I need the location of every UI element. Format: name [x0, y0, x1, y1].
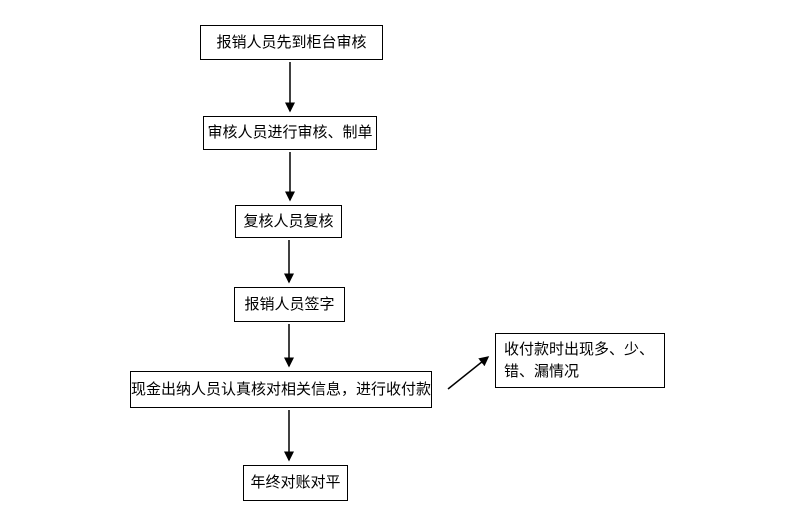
arrow-step5-to-exception — [447, 356, 490, 390]
flow-node-signature: 报销人员签字 — [234, 287, 345, 322]
flow-node-counter-review: 报销人员先到柜台审核 — [200, 25, 383, 60]
flow-node-yearend-reconciliation: 年终对账对平 — [243, 465, 348, 501]
flow-node-payment-exception: 收付款时出现多、少、错、漏情况 — [495, 333, 665, 388]
flow-node-review-and-voucher: 审核人员进行审核、制单 — [203, 116, 377, 150]
flow-node-recheck: 复核人员复核 — [235, 205, 342, 238]
flow-node-cashier-verify-payment: 现金出纳人员认真核对相关信息，进行收付款 — [130, 371, 432, 408]
